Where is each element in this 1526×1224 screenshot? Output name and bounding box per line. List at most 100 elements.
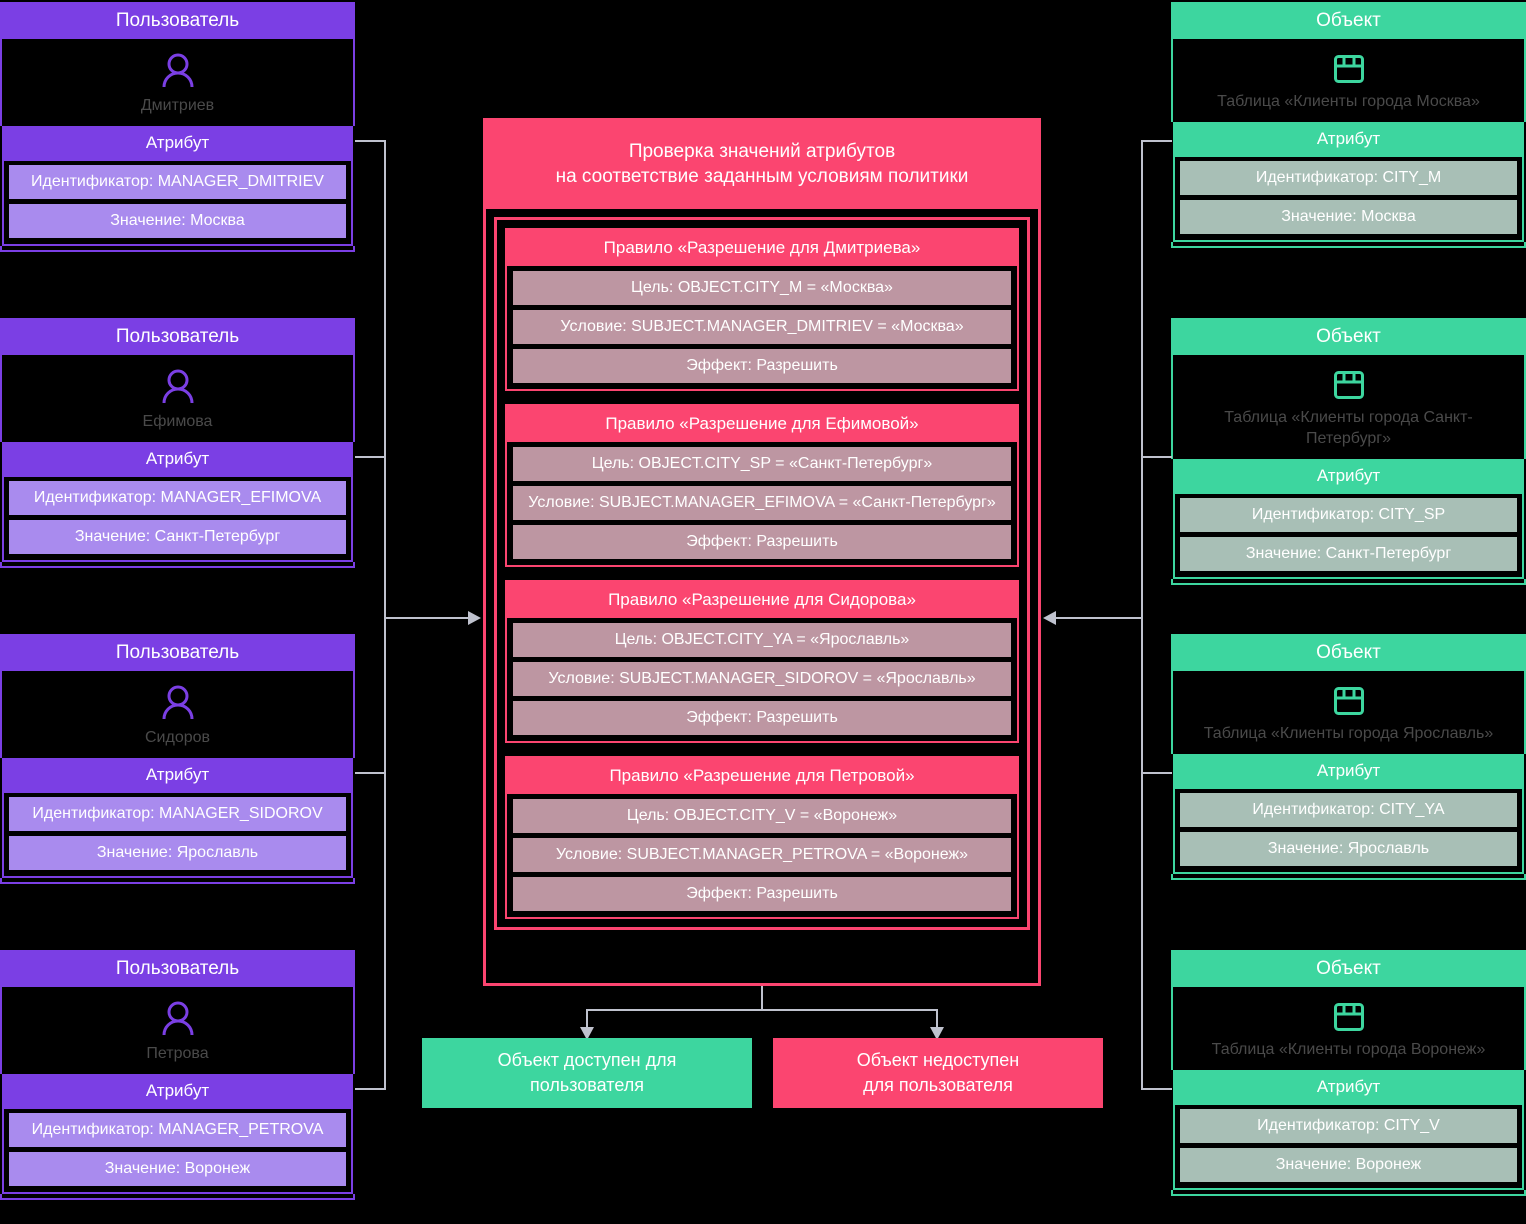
attribute-identifier: Идентификатор: CITY_M [1180, 161, 1517, 195]
attribute-title: Атрибут [1173, 1070, 1524, 1103]
card-bottom-border [1171, 874, 1526, 880]
person-icon [2, 53, 353, 89]
table-icon [1173, 369, 1524, 401]
user-card-petrova[interactable]: Пользователь Петрова Атрибут Идентификат… [0, 950, 355, 1200]
attribute-box: Идентификатор: MANAGER_PETROVA Значение:… [2, 1107, 353, 1194]
connector-allow-arrow [580, 1027, 594, 1040]
table-icon [1173, 53, 1524, 85]
rule-target: Цель: OBJECT.CITY_M = «Москва» [513, 271, 1011, 305]
rule-name: Правило «Разрешение для Сидорова» [507, 582, 1017, 618]
policy-title-line1: Проверка значений атрибутов [628, 141, 896, 162]
card-bottom-border [0, 878, 355, 884]
rule-target: Цель: OBJECT.CITY_SP = «Санкт-Петербург» [513, 447, 1011, 481]
connector-user-stub-4 [355, 1088, 386, 1090]
card-bottom-border [1171, 1190, 1526, 1196]
user-card-title: Пользователь [0, 634, 355, 671]
attribute-title: Атрибут [2, 442, 353, 475]
connector-user-stub-3 [355, 772, 386, 774]
attribute-title: Атрибут [1173, 122, 1524, 155]
attribute-box: Идентификатор: MANAGER_DMITRIEV Значение… [2, 159, 353, 246]
connector-deny-arrow [930, 1027, 944, 1040]
user-card-body: Петрова [0, 987, 355, 1074]
attribute-identifier: Идентификатор: CITY_SP [1180, 498, 1517, 532]
connector-object-to-policy-line [1055, 617, 1143, 619]
rule-card-petrova[interactable]: Правило «Разрешение для Петровой» Цель: … [505, 756, 1019, 919]
object-card-body: Таблица «Клиенты города Воронеж» [1171, 987, 1526, 1070]
outcome-allowed-line1: Объект доступен для [497, 1050, 677, 1070]
object-card-voronezh[interactable]: Объект Таблица «Клиенты города Воронеж» … [1171, 950, 1526, 1196]
attribute-identifier: Идентификатор: MANAGER_DMITRIEV [9, 165, 346, 199]
outcome-allowed-line2: пользователя [530, 1075, 644, 1095]
outcome-denied-box[interactable]: Объект недоступен для пользователя [773, 1038, 1103, 1108]
rule-effect: Эффект: Разрешить [513, 349, 1011, 383]
person-icon [2, 1001, 353, 1037]
rule-rows: Цель: OBJECT.CITY_V = «Воронеж» Условие:… [507, 794, 1017, 917]
connector-user-stub-2 [355, 456, 386, 458]
object-card-body: Таблица «Клиенты города Санкт-Петербург» [1171, 355, 1526, 459]
connector-user-to-policy-arrow [468, 611, 481, 625]
user-card-efimova[interactable]: Пользователь Ефимова Атрибут Идентификат… [0, 318, 355, 568]
attribute-identifier: Идентификатор: CITY_V [1180, 1109, 1517, 1143]
rules-container: Правило «Разрешение для Дмитриева» Цель:… [494, 217, 1030, 930]
card-bottom-border [1171, 579, 1526, 585]
attribute-value: Значение: Санкт-Петербург [1180, 537, 1517, 571]
attribute-title: Атрибут [1173, 754, 1524, 787]
person-icon [2, 685, 353, 721]
user-card-body: Дмитриев [0, 39, 355, 126]
object-card-title: Объект [1171, 318, 1526, 355]
object-card-yaroslavl[interactable]: Объект Таблица «Клиенты города Ярославль… [1171, 634, 1526, 880]
outcome-denied-line1: Объект недоступен [856, 1050, 1020, 1070]
rule-effect: Эффект: Разрешить [513, 701, 1011, 735]
connector-object-stub-4 [1141, 1088, 1172, 1090]
card-bottom-border [0, 1194, 355, 1200]
attribute-identifier: Идентификатор: MANAGER_EFIMOVA [9, 481, 346, 515]
rule-target: Цель: OBJECT.CITY_YA = «Ярославль» [513, 623, 1011, 657]
rule-effect: Эффект: Разрешить [513, 525, 1011, 559]
rule-rows: Цель: OBJECT.CITY_SP = «Санкт-Петербург»… [507, 442, 1017, 565]
table-icon [1173, 685, 1524, 717]
connector-allow-down [586, 1009, 588, 1031]
user-name: Сидоров [144, 729, 211, 746]
rule-card-efimova[interactable]: Правило «Разрешение для Ефимовой» Цель: … [505, 404, 1019, 567]
attribute-identifier: Идентификатор: MANAGER_SIDOROV [9, 797, 346, 831]
policy-title: Проверка значений атрибутов на соответст… [486, 121, 1038, 209]
attribute-box: Идентификатор: MANAGER_EFIMOVA Значение:… [2, 475, 353, 562]
object-card-spb[interactable]: Объект Таблица «Клиенты города Санкт-Пет… [1171, 318, 1526, 585]
rule-name: Правило «Разрешение для Дмитриева» [507, 230, 1017, 266]
outcome-allowed-box[interactable]: Объект доступен для пользователя [422, 1038, 752, 1108]
attribute-title: Атрибут [2, 126, 353, 159]
connector-object-stub-3 [1141, 772, 1172, 774]
connector-object-stub-1 [1141, 140, 1172, 142]
user-name: Ефимова [142, 413, 213, 430]
user-card-dmitriev[interactable]: Пользователь Дмитриев Атрибут Идентифика… [0, 2, 355, 252]
object-name: Таблица «Клиенты города Ярославль» [1203, 725, 1494, 742]
object-name: Таблица «Клиенты города Воронеж» [1211, 1041, 1486, 1058]
policy-title-line2: на соответствие заданным условиям полити… [555, 166, 969, 187]
object-card-body: Таблица «Клиенты города Москва» [1171, 39, 1526, 122]
connector-deny-down [936, 1009, 938, 1031]
user-card-sidorov[interactable]: Пользователь Сидоров Атрибут Идентификат… [0, 634, 355, 884]
connector-user-stub-1 [355, 140, 386, 142]
outcome-denied-line2: для пользователя [863, 1075, 1013, 1095]
object-card-moscow[interactable]: Объект Таблица «Клиенты города Москва» А… [1171, 2, 1526, 248]
user-card-body: Ефимова [0, 355, 355, 442]
attribute-title: Атрибут [2, 758, 353, 791]
connector-split-horizontal [586, 1009, 938, 1011]
user-name: Дмитриев [140, 97, 215, 114]
object-name: Таблица «Клиенты города Санкт-Петербург» [1224, 409, 1473, 447]
person-icon [2, 369, 353, 405]
rule-name: Правило «Разрешение для Петровой» [507, 758, 1017, 794]
rule-card-dmitriev[interactable]: Правило «Разрешение для Дмитриева» Цель:… [505, 228, 1019, 391]
rule-card-sidorov[interactable]: Правило «Разрешение для Сидорова» Цель: … [505, 580, 1019, 743]
attribute-box: Идентификатор: CITY_YA Значение: Ярослав… [1173, 787, 1524, 874]
user-card-title: Пользователь [0, 2, 355, 39]
policy-evaluation-box[interactable]: Проверка значений атрибутов на соответст… [483, 118, 1041, 986]
attribute-title: Атрибут [2, 1074, 353, 1107]
attribute-box: Идентификатор: MANAGER_SIDOROV Значение:… [2, 791, 353, 878]
object-card-title: Объект [1171, 2, 1526, 39]
attribute-identifier: Идентификатор: MANAGER_PETROVA [9, 1113, 346, 1147]
attribute-value: Значение: Санкт-Петербург [9, 520, 346, 554]
connector-policy-down [761, 986, 763, 1011]
attribute-value: Значение: Ярославль [1180, 832, 1517, 866]
